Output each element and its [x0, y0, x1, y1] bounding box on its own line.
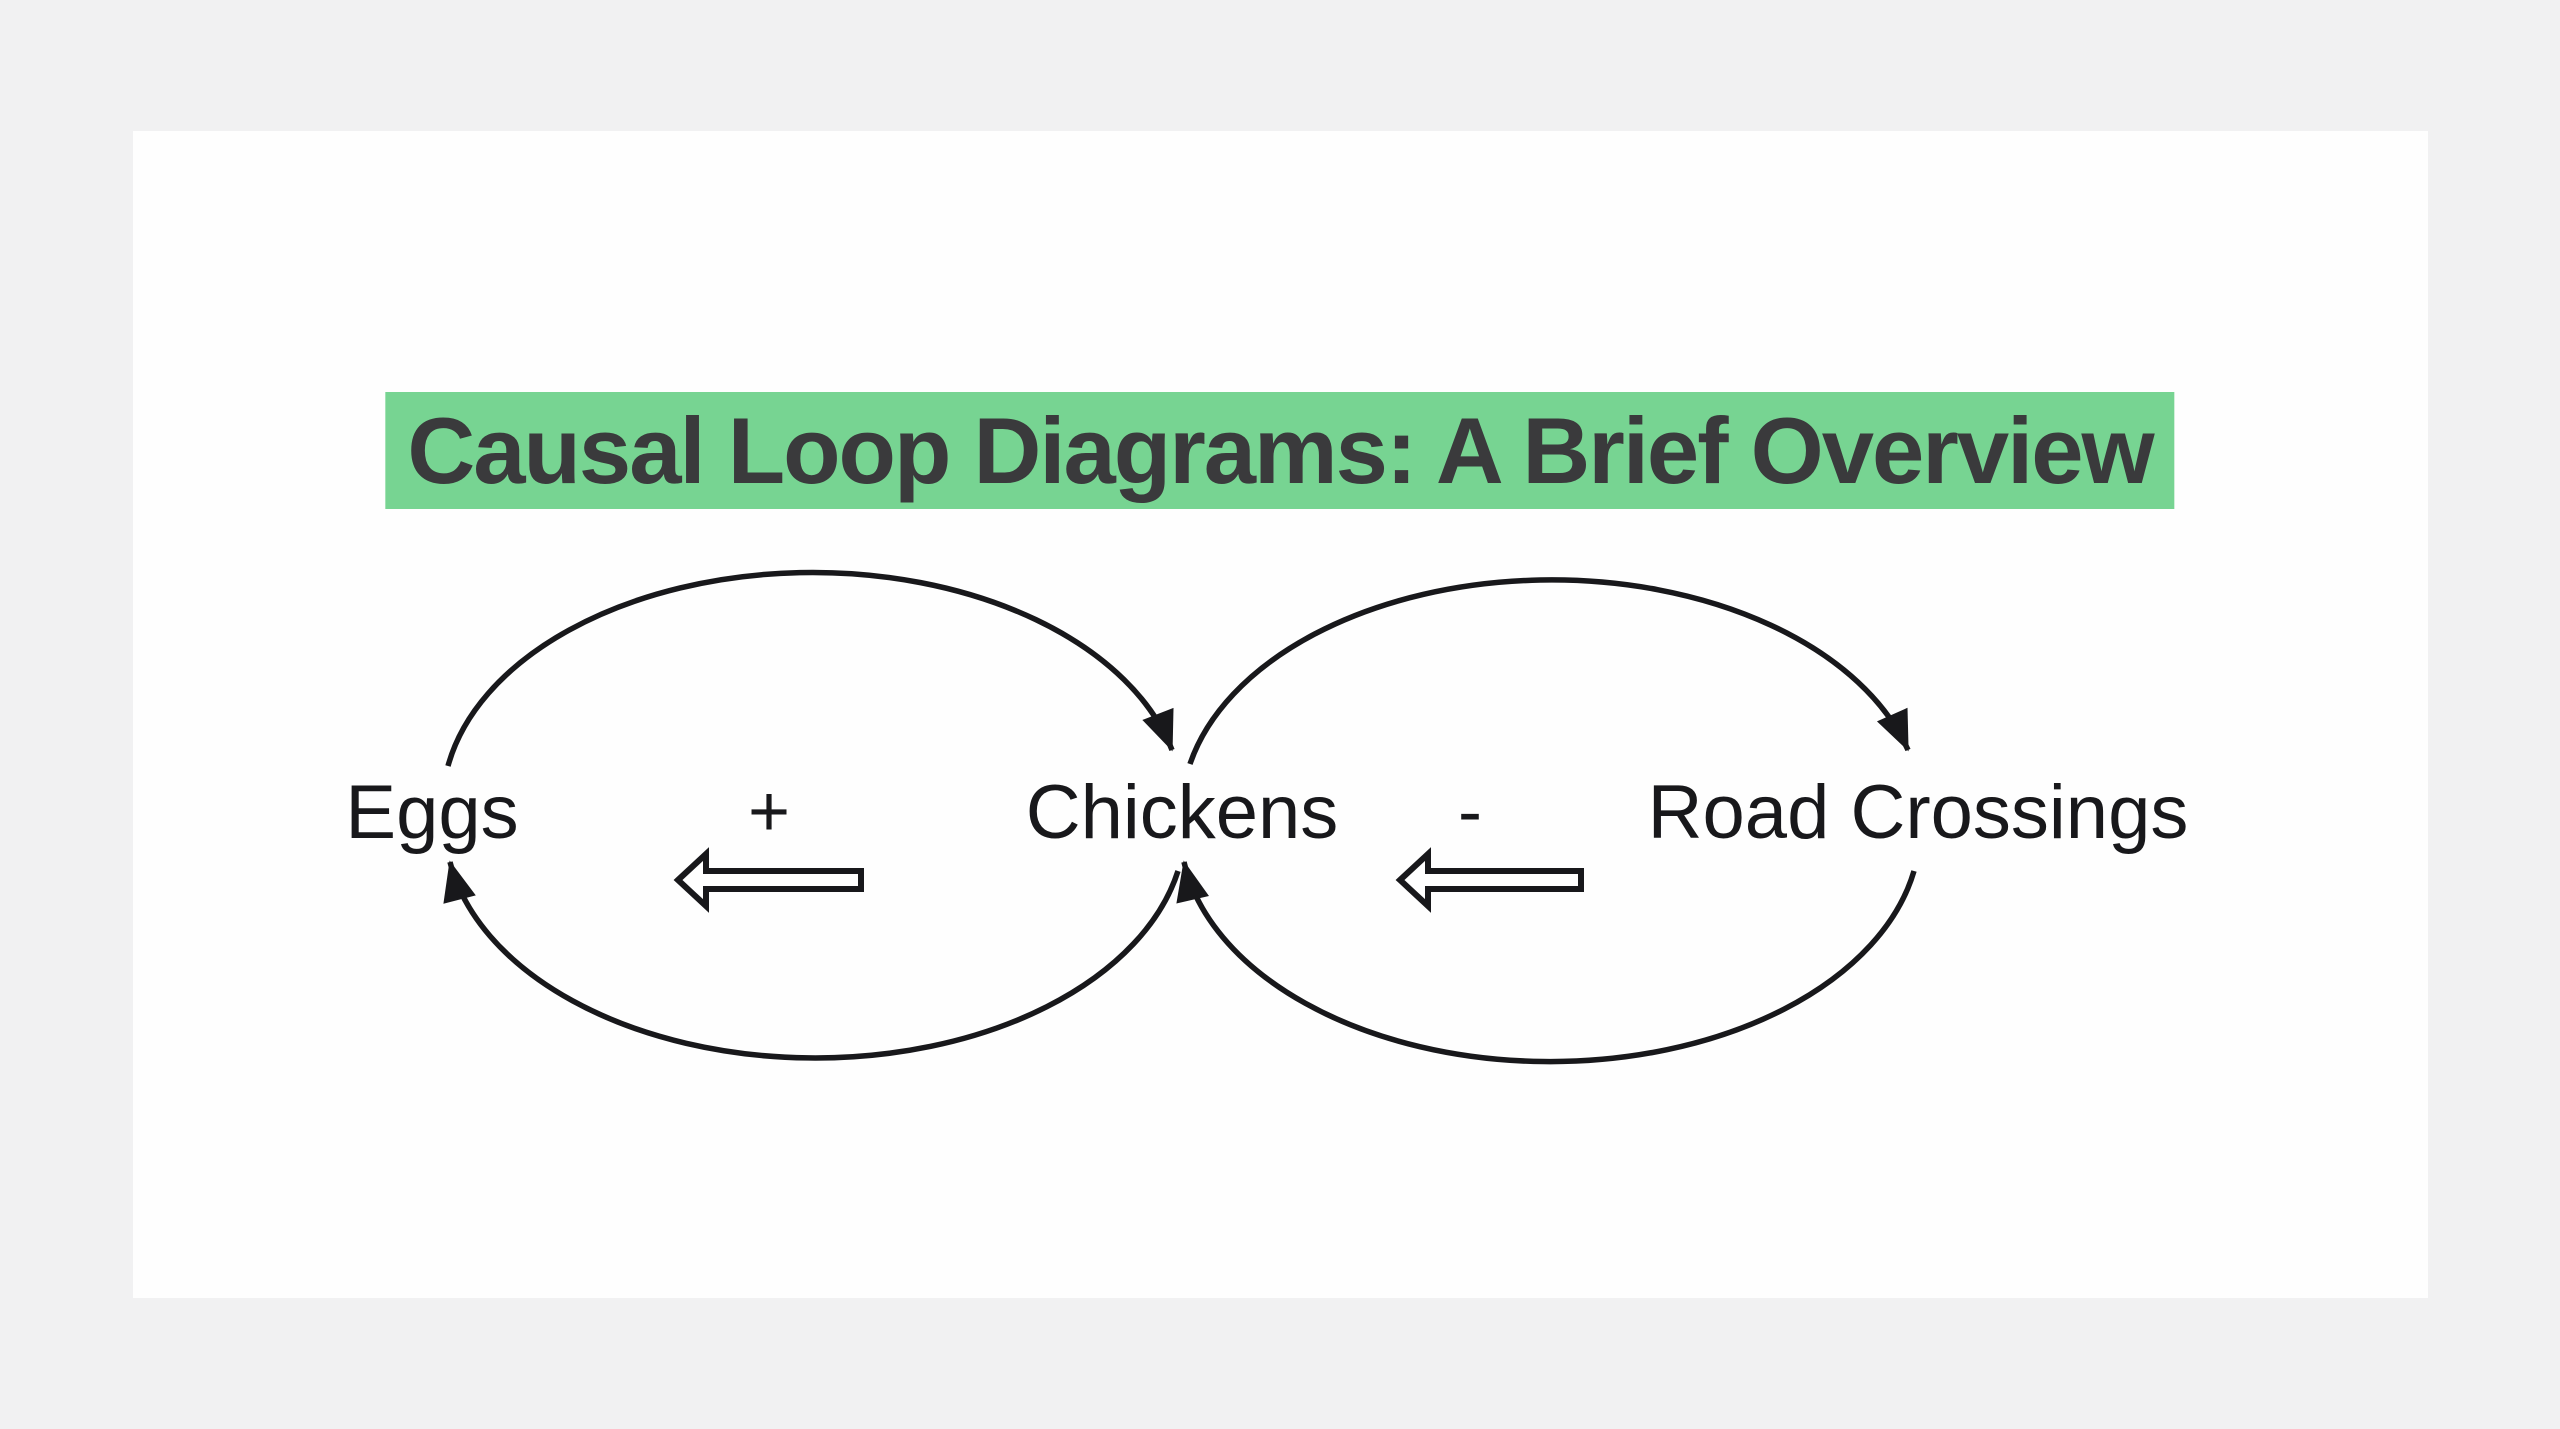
arc-chickens-to-road-crossings	[1187, 577, 1911, 765]
arc-road-crossings-to-chickens	[1176, 860, 1917, 1065]
right-block-arrow-icon	[1395, 847, 1584, 913]
left-block-arrow-icon	[673, 847, 864, 913]
arc-eggs-to-chickens	[445, 569, 1175, 767]
node-label-chickens: Chickens	[1026, 770, 1339, 855]
node-label-eggs: Eggs	[345, 770, 518, 855]
arc-chickens-to-eggs	[443, 860, 1181, 1061]
node-label-road-crossings: Road Crossings	[1648, 770, 2189, 855]
polarity-sign-minus: -	[1458, 772, 1482, 852]
slide-panel	[133, 131, 2428, 1298]
polarity-sign-plus: +	[748, 772, 790, 852]
page-title: Causal Loop Diagrams: A Brief Overview	[385, 391, 2175, 509]
